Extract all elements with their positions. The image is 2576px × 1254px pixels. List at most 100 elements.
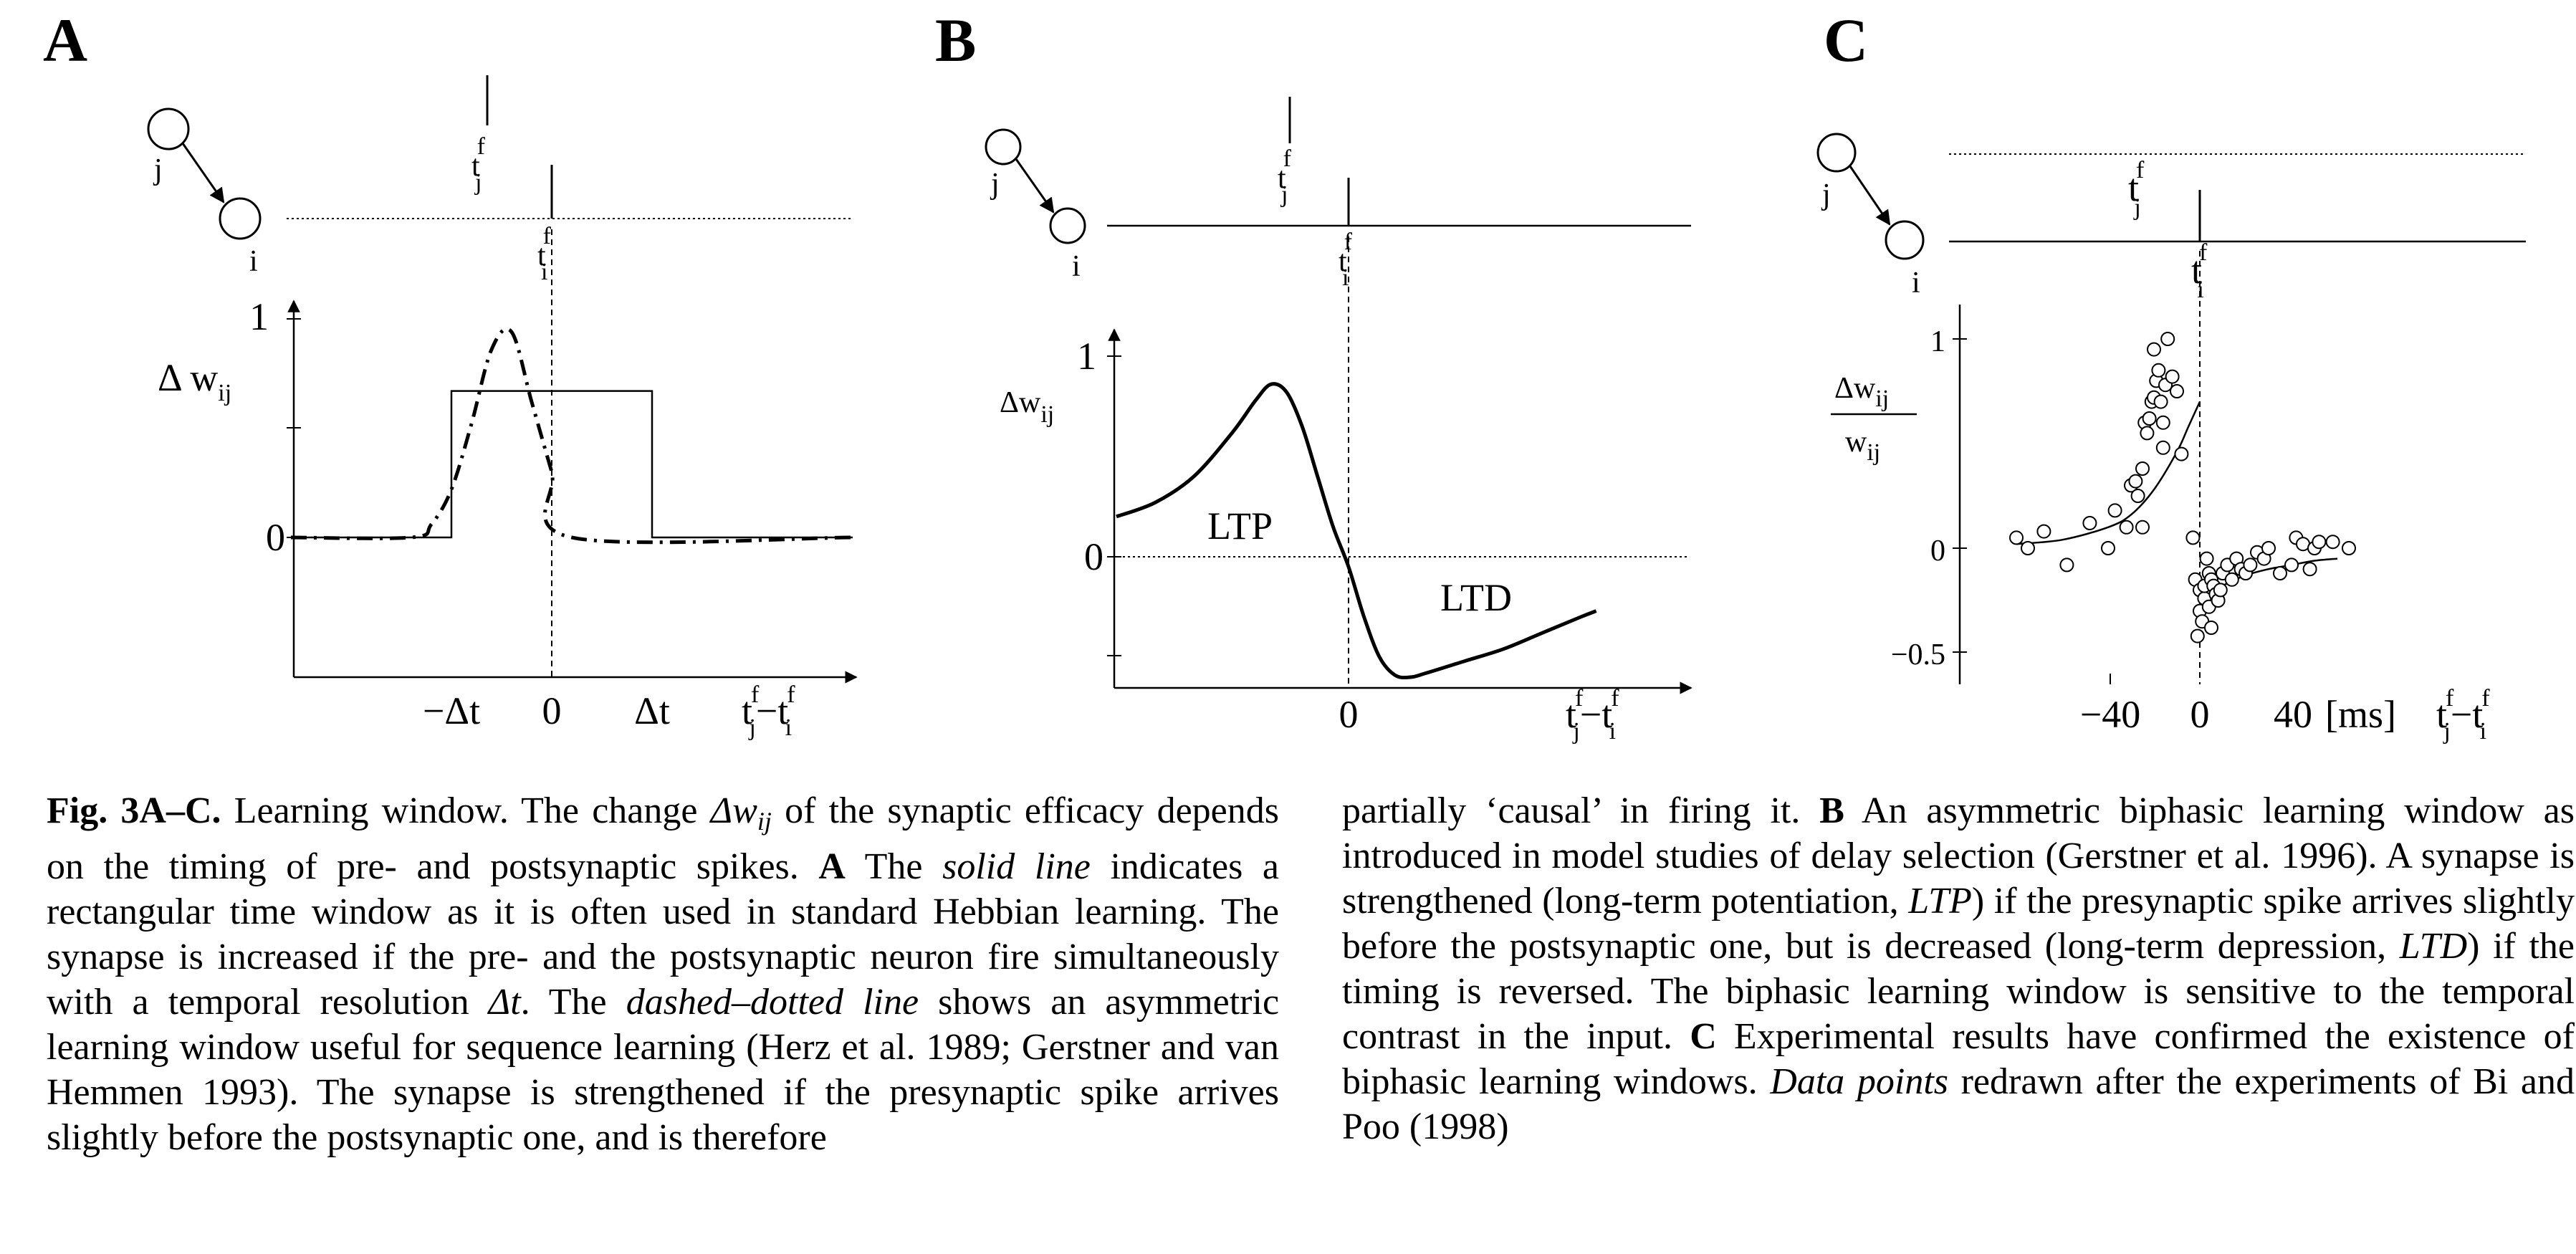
data-point — [2155, 415, 2170, 430]
caption-segment: Learning window. The change — [221, 790, 711, 831]
x-tick-label-minus-40: −40 — [2080, 693, 2140, 736]
y-tick-label-minus-half: −0.5 — [1891, 638, 1945, 671]
data-point — [2107, 503, 2122, 518]
caption-segment: solid line — [942, 846, 1091, 887]
data-point — [2130, 489, 2145, 503]
y-tick-label-0: 0 — [266, 516, 285, 559]
asymmetric-window-dash-dot-line — [290, 327, 853, 545]
neuron-j-label: j — [1821, 178, 1831, 211]
panel-b: B j i tfj tfi 1 0 Δwij 0 tfj−tfi LTP LTD — [935, 6, 1692, 745]
caption-segment: of the synaptic efficacy depends on the … — [47, 790, 1279, 887]
y-tick-label-1: 1 — [1077, 335, 1096, 378]
x-unit-label: [ms] — [2325, 693, 2396, 736]
data-point — [2170, 384, 2184, 398]
data-point — [2224, 572, 2239, 587]
x-tick-label-minus-dt: −Δt — [423, 689, 480, 732]
data-point — [2135, 461, 2150, 476]
caption-segment: dashed–dotted line — [626, 982, 919, 1023]
caption-segment: The — [845, 846, 943, 887]
caption-segment: shows an asymmetric learning window usef… — [47, 982, 1280, 1158]
post-spike-label: tfi — [1339, 229, 1353, 291]
x-tick-label-0: 0 — [1339, 693, 1359, 736]
caption-left-column: Fig. 3A–C. Learning window. The change Δ… — [47, 788, 1279, 1160]
rectangular-window-line — [291, 390, 853, 539]
caption-segment: Δw — [710, 790, 757, 831]
data-point — [2199, 551, 2214, 566]
caption-segment: Data points — [1770, 1061, 1948, 1102]
data-point — [2160, 332, 2175, 346]
neuron-i — [219, 197, 262, 240]
neuron-i-label: i — [1072, 250, 1081, 283]
data-point — [2243, 557, 2258, 573]
data-point — [2174, 446, 2189, 461]
biphasic-window-curve — [1116, 382, 1597, 680]
data-point — [2261, 541, 2276, 555]
data-point — [2135, 520, 2150, 535]
caption-segment: ) if the timing is reversed. The biphasi… — [1342, 926, 2575, 1057]
caption-segment: ) if the presynaptic spike arrives sligh… — [1342, 881, 2575, 967]
data-point — [2101, 541, 2115, 555]
caption-segment: A — [818, 846, 846, 887]
data-point — [2213, 583, 2228, 598]
data-point — [2325, 535, 2340, 550]
y-axis-label-numerator: Δwij — [1834, 372, 1889, 412]
caption-segment: C — [1690, 1016, 1717, 1057]
panel-letter-b: B — [935, 6, 976, 75]
x-tick-label-0: 0 — [2190, 693, 2210, 736]
data-point — [2059, 557, 2074, 573]
data-point — [2342, 541, 2356, 555]
y-tick-label-0: 0 — [1084, 535, 1103, 578]
caption-segment: ij — [757, 807, 772, 836]
data-point — [2009, 530, 2024, 545]
data-point — [2312, 535, 2327, 550]
data-point — [2140, 426, 2155, 441]
caption-segment: LTP — [1908, 881, 1972, 922]
data-point — [2190, 628, 2205, 643]
data-point — [2302, 562, 2317, 577]
ltp-fit-curve — [2016, 401, 2201, 545]
ltp-label: LTP — [1207, 504, 1273, 547]
neuron-i-label: i — [1912, 267, 1920, 300]
caption-segment: An asymmetric biphasic learning window a… — [1342, 790, 2575, 922]
data-point — [2128, 474, 2143, 489]
plot-area-b — [1116, 382, 1597, 680]
data-point — [2284, 557, 2299, 573]
caption-segment: B — [1819, 790, 1844, 831]
x-tick-label-40: 40 — [2274, 693, 2312, 736]
caption-segment: Fig. 3A–C. — [47, 790, 221, 831]
data-point — [2165, 369, 2180, 384]
neuron-j-label: j — [153, 153, 163, 186]
caption-right-column: partially ‘causal’ in firing it. B An as… — [1342, 788, 2575, 1149]
y-tick-label-0: 0 — [1930, 535, 1945, 568]
data-point — [2147, 342, 2161, 357]
y-tick-label-1: 1 — [249, 295, 269, 338]
data-point — [2021, 541, 2035, 555]
ltd-label: LTD — [1440, 576, 1512, 619]
caption-segment: . The — [520, 982, 626, 1023]
neuron-j — [1816, 133, 1857, 173]
data-point — [2119, 520, 2134, 535]
caption-segment: indicates a rectangular time window as i… — [47, 846, 1280, 1023]
x-tick-label-dt: Δt — [634, 689, 670, 732]
y-axis-label-denominator: wij — [1845, 426, 1880, 466]
y-tick-label-1: 1 — [1930, 325, 1945, 358]
caption-segment: Experimental results have confirmed the … — [1342, 1016, 2575, 1102]
data-point — [2153, 394, 2168, 409]
data-point — [2036, 524, 2051, 539]
data-point — [2273, 566, 2287, 580]
plot-area-a — [290, 327, 853, 545]
synapse-arrow — [1849, 166, 1891, 226]
neuron-j — [147, 107, 190, 150]
synapse-arrow — [1015, 158, 1055, 214]
neuron-i-label: i — [249, 245, 258, 278]
